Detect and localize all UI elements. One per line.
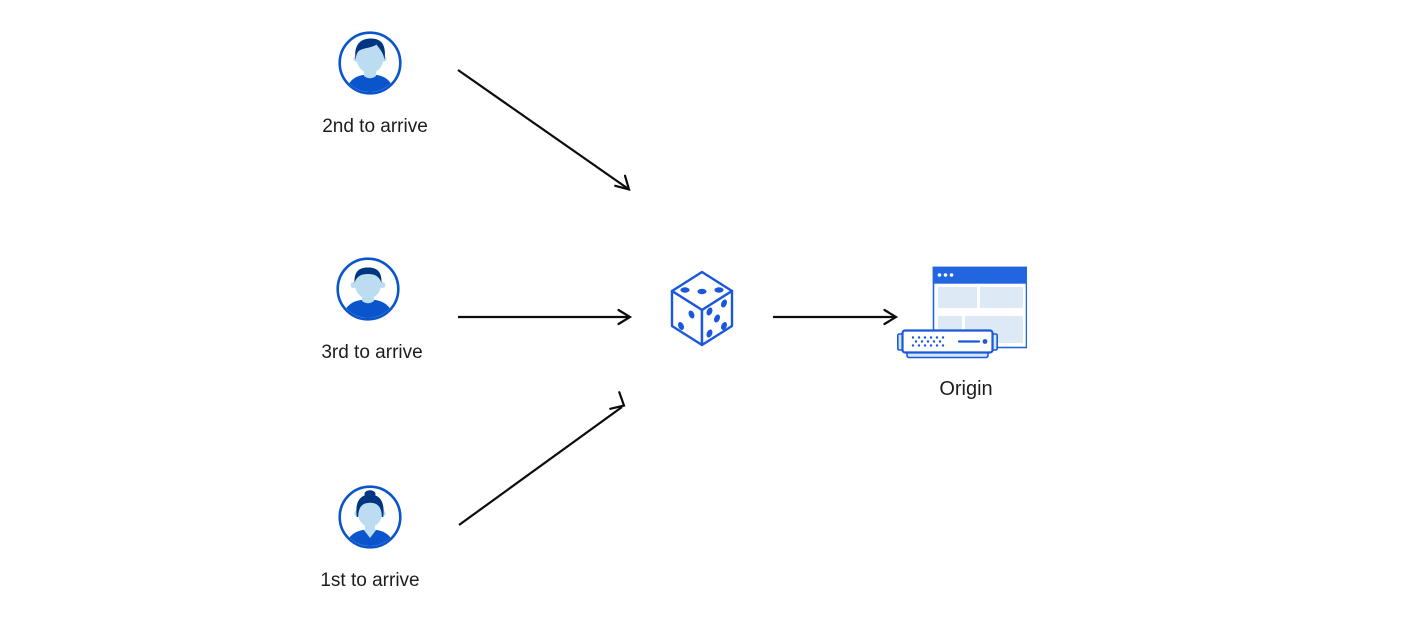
- arrow-client-1st-to-dice: [458, 391, 626, 526]
- origin-server-browser-icon: [897, 266, 1027, 359]
- client-2nd-label: 2nd to arrive: [322, 116, 428, 137]
- user-avatar-male-swept-hair-icon: [338, 31, 402, 95]
- user-avatar-male-short-hair-icon: [336, 257, 400, 321]
- origin-label: Origin: [939, 378, 993, 400]
- arrow-client-3rd-to-dice: [458, 308, 633, 326]
- user-avatar-female-bun-icon: [338, 485, 402, 549]
- client-3rd-label: 3rd to arrive: [321, 342, 423, 363]
- dice-icon: [670, 270, 734, 347]
- client-1st-label: 1st to arrive: [320, 570, 420, 591]
- server-vent-dots: [911, 336, 945, 347]
- arrow-client-2nd-to-dice: [457, 69, 631, 191]
- arrow-dice-to-origin: [773, 308, 899, 326]
